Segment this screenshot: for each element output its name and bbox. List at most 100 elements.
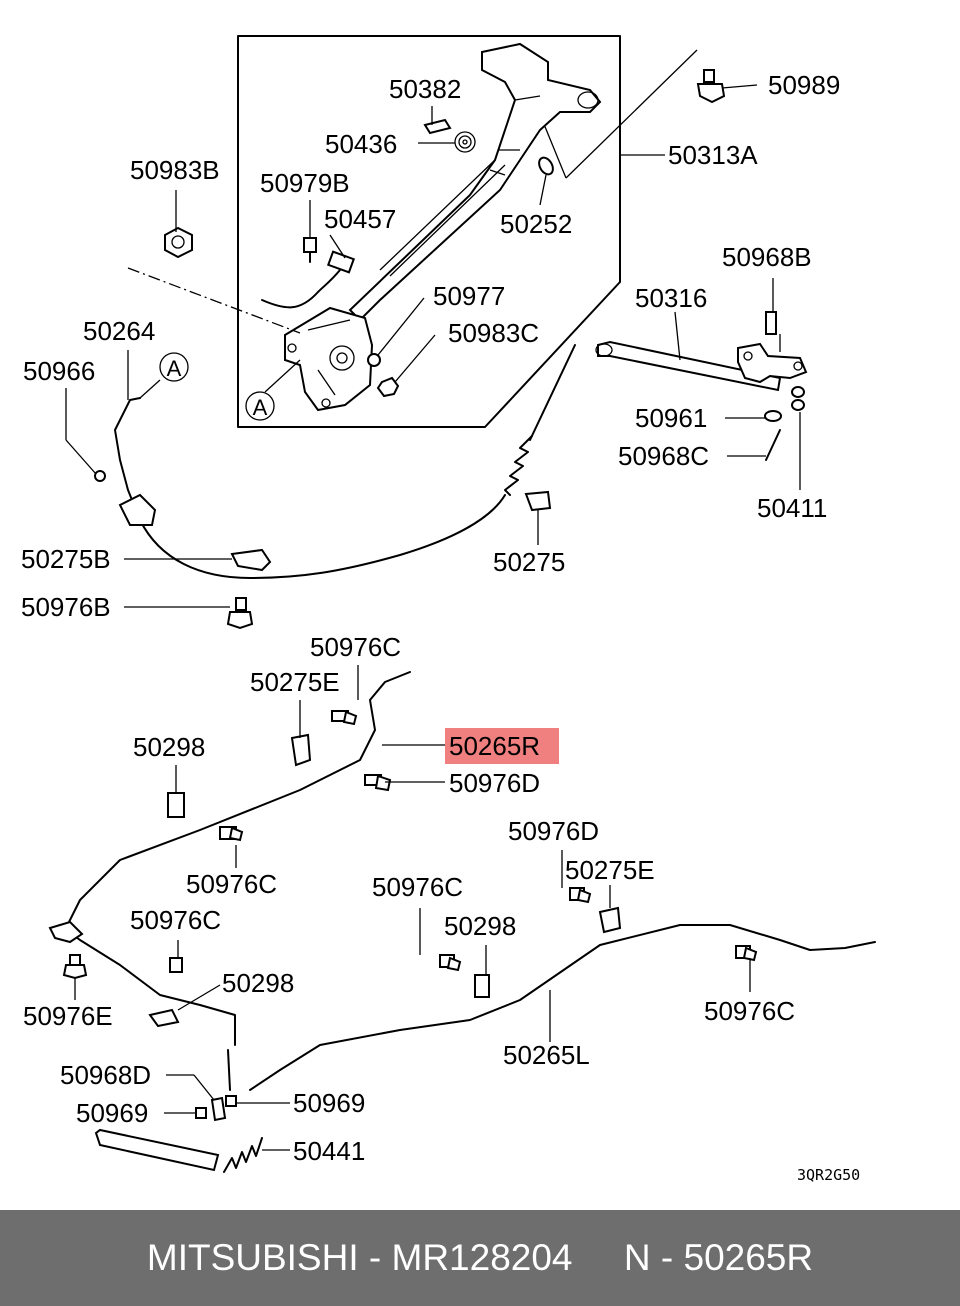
bolt-50976C-right	[735, 945, 758, 962]
label-50976C-1: 50976C	[310, 632, 401, 662]
rear-cable-50265L	[249, 924, 876, 1091]
lever-assembly-box	[237, 35, 621, 428]
bolt-50979B	[303, 237, 317, 263]
label-50968D: 50968D	[60, 1060, 151, 1090]
grommet-50252	[538, 156, 554, 176]
callout-circle-a1	[159, 352, 189, 382]
clamp-50298-upper	[167, 792, 185, 818]
label-50298-1: 50298	[133, 732, 205, 762]
front-cable-50264	[529, 344, 576, 441]
clip-50968D	[210, 1096, 227, 1122]
nut-50983C	[376, 376, 400, 398]
bolt-50976E	[62, 954, 88, 980]
bolt-50989	[696, 69, 726, 104]
label-50298-2: 50298	[444, 911, 516, 941]
label-50298-3: 50298	[222, 968, 294, 998]
switch-50457	[326, 250, 356, 274]
clip-50411	[791, 386, 805, 411]
bolt-50976B	[226, 597, 254, 630]
clamp-50275E-lower	[598, 906, 622, 934]
bolt-50976C-mid	[439, 954, 462, 972]
equalizer-50316	[595, 340, 808, 392]
switch-harness	[261, 269, 341, 309]
parts-diagram: 50382 50989 50436 50313A 50983B 50979B 5…	[21, 35, 876, 1184]
footer-bar	[0, 1210, 960, 1306]
label-50983C: 50983C	[448, 318, 539, 348]
label-50969-2: 50969	[293, 1088, 365, 1118]
label-50979B: 50979B	[260, 168, 350, 198]
dash-line-50983B	[127, 267, 301, 334]
footer-text: MITSUBISHI - MR128204 N - 50265R	[146, 1237, 814, 1278]
front-cable-sheath	[139, 494, 506, 579]
rod-50441	[94, 1128, 220, 1172]
leader-lines	[65, 84, 801, 1151]
washer-50961	[764, 410, 782, 422]
lever-base-bracket	[284, 306, 374, 412]
clamp-50275B	[230, 548, 272, 572]
label-50989: 50989	[768, 70, 840, 100]
front-cable-end	[114, 397, 141, 521]
label-50968C: 50968C	[618, 441, 709, 471]
bolt-50976D-lower	[569, 887, 592, 904]
label-50976C-5: 50976C	[704, 996, 795, 1026]
parking-lever	[348, 42, 602, 322]
label-50969-1: 50969	[76, 1098, 148, 1128]
label-50252: 50252	[500, 209, 572, 239]
clamp-50298-mid	[474, 974, 490, 998]
cable-junction	[59, 924, 236, 1046]
bracket-50976E	[48, 920, 84, 944]
label-50457: 50457	[324, 204, 396, 234]
label-50316: 50316	[635, 283, 707, 313]
bolt-50976C-lower-left	[169, 957, 183, 973]
clip-50382	[423, 118, 452, 135]
nut-50977	[367, 353, 381, 367]
front-cable-spring	[504, 435, 533, 496]
highlight-50265R	[445, 728, 559, 764]
clamp-50275	[524, 490, 552, 512]
label-50976D-2: 50976D	[508, 816, 599, 846]
label-50265L: 50265L	[503, 1040, 590, 1070]
label-50441: 50441	[293, 1136, 365, 1166]
diagram-code: 3QR2G50	[797, 1166, 860, 1184]
spring-50436	[454, 131, 476, 153]
clamp-50298-lower	[148, 1008, 180, 1028]
spring-50441	[223, 1137, 263, 1173]
rear-cable-50265R	[64, 671, 411, 931]
leader-50313A-upper	[565, 49, 698, 179]
label-50976E: 50976E	[23, 1001, 113, 1031]
label-50265R: 50265R	[449, 731, 540, 761]
label-50382: 50382	[389, 74, 461, 104]
label-50976C-4: 50976C	[130, 905, 221, 935]
bolt-50976D-upper	[364, 774, 392, 792]
label-50966: 50966	[23, 356, 95, 386]
label-50976C-3: 50976C	[372, 872, 463, 902]
cable-bracket-50264	[118, 493, 157, 526]
label-50436: 50436	[325, 129, 397, 159]
cable-clip-50966	[94, 470, 106, 482]
label-50411: 50411	[757, 493, 827, 523]
label-50275E-2: 50275E	[565, 855, 655, 885]
label-50313A: 50313A	[668, 140, 758, 170]
callout-a2: A	[253, 395, 268, 420]
label-50977: 50977	[433, 281, 505, 311]
bolt-50976C-mid-left	[219, 826, 244, 842]
bolt-50976C-top	[331, 710, 358, 726]
clamp-50275E-upper	[290, 733, 312, 767]
label-50983B: 50983B	[130, 155, 220, 185]
label-50976D-1: 50976D	[449, 768, 540, 798]
callout-circle-a2	[245, 391, 275, 421]
callout-a1: A	[167, 356, 182, 381]
pin-50968C	[765, 429, 781, 461]
label-50961: 50961	[635, 403, 707, 433]
label-50264: 50264	[83, 316, 155, 346]
label-50976B: 50976B	[21, 592, 111, 622]
nut-50983B	[164, 226, 193, 259]
cable-end-lower	[227, 1049, 231, 1091]
nut-50969-left	[195, 1107, 207, 1119]
pin-50968B	[765, 311, 777, 335]
label-50968B: 50968B	[722, 242, 812, 272]
label-50275B: 50275B	[21, 544, 111, 574]
label-50275E-1: 50275E	[250, 667, 340, 697]
label-50976C-2: 50976C	[186, 869, 277, 899]
nut-50969-right	[225, 1095, 237, 1107]
